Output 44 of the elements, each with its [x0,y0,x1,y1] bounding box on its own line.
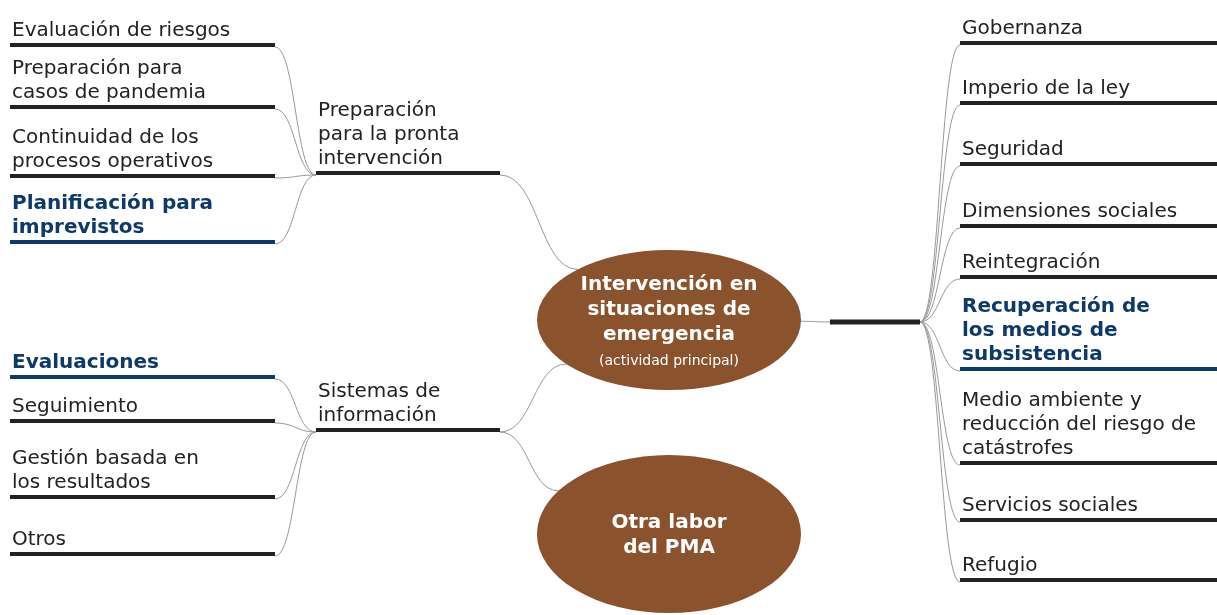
connector-line [274,422,317,433]
branch-label [960,249,1217,279]
branch-text: Gobernanza [961,15,1084,39]
branch-text: Medio ambiente y reducción del riesgo de catástrofes [961,387,1197,459]
connector-line [919,165,961,323]
branch-text: Imperio de la ley [961,75,1131,99]
branch-text: Evaluación de riesgos [11,17,232,41]
topic-title: Intervención en situaciones de emergencia [579,270,759,346]
branch-text: Gestión basada en los resultados [11,445,200,493]
branch-text: Preparación para casos de pandemia [11,55,207,103]
hub-bar [830,319,920,325]
connector-line [274,46,317,176]
branch-text: Evaluaciones [11,349,160,373]
branch-text: Servicios sociales [961,492,1139,516]
branch-text: Continuidad de los procesos operativos [11,124,215,172]
connector-line [499,431,559,492]
connector-line [919,278,961,323]
branch-text: Reintegración [961,249,1102,273]
branch-label [10,445,275,499]
connector-line [499,174,579,270]
branch-text: Seguridad [961,136,1065,160]
branch-text: Otros [11,526,68,550]
branch-text: Dimensiones sociales [961,198,1179,222]
branch-label [10,17,275,47]
connector-line [274,174,317,179]
branch-text: Recuperación de los medios de subsistencia [961,293,1151,365]
connector-line [274,174,317,245]
connector-line [919,321,961,583]
topic-title: Otra labor del PMA [610,509,728,559]
branch-text: Preparación para la pronta intervención [317,97,461,169]
branch-label [10,190,275,244]
branch-text: Planificación para imprevistos [11,190,215,238]
branch-text: Refugio [961,552,1039,576]
connector-line [499,363,567,433]
connector-line [919,321,961,523]
topic-note: (actividad principal) [599,350,739,370]
branch-label [316,97,500,175]
branch-label [10,55,275,109]
connector-line [274,431,317,557]
connector-line [919,44,961,323]
connector-line [800,320,831,323]
branch-text: Sistemas de información [317,378,442,426]
branch-label [960,293,1217,371]
branch-text: Seguimiento [11,393,140,417]
